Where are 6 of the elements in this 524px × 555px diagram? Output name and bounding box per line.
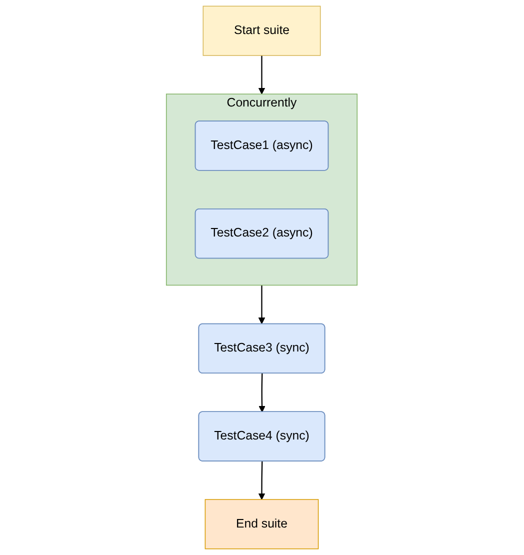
node-box: End suite <box>205 499 319 550</box>
arrow <box>258 461 266 500</box>
arrow <box>258 285 266 324</box>
arrow <box>258 56 266 94</box>
node-box: Start suite <box>203 6 321 56</box>
arrow <box>258 373 266 412</box>
